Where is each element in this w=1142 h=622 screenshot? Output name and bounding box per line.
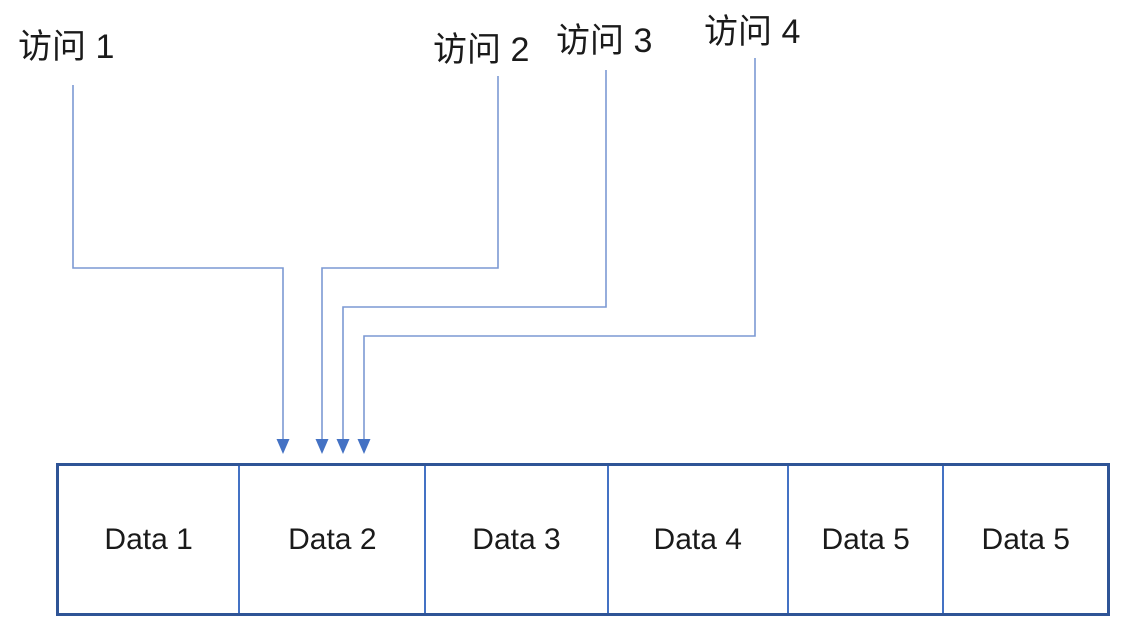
connector-access-2 bbox=[321, 76, 499, 439]
access-label-2: 访问 2 bbox=[433, 31, 530, 69]
arrowhead-access-3 bbox=[336, 439, 350, 454]
data-cell-1: Data 1 bbox=[59, 466, 241, 613]
data-cell-3: Data 3 bbox=[426, 466, 609, 613]
data-cell-label: Data 2 bbox=[288, 522, 377, 556]
data-cell-2: Data 2 bbox=[240, 466, 427, 613]
data-cell-label: Data 5 bbox=[821, 522, 910, 556]
data-cell-label: Data 4 bbox=[653, 522, 742, 556]
connector-access-1 bbox=[72, 85, 284, 439]
data-cell-label: Data 1 bbox=[104, 522, 193, 556]
connector-access-4 bbox=[363, 58, 756, 439]
arrowhead-access-1 bbox=[276, 439, 290, 454]
access-label-3: 访问 3 bbox=[556, 22, 653, 60]
access-label-1: 访问 1 bbox=[18, 28, 115, 66]
data-cell-label: Data 5 bbox=[981, 522, 1070, 556]
data-cell-label: Data 3 bbox=[472, 522, 561, 556]
data-cell-6: Data 5 bbox=[944, 466, 1107, 613]
data-array-box: Data 1 Data 2 Data 3 Data 4 Data 5 Data … bbox=[56, 463, 1110, 616]
arrowhead-access-2 bbox=[315, 439, 329, 454]
access-label-4: 访问 4 bbox=[704, 13, 801, 51]
data-cell-4: Data 4 bbox=[609, 466, 789, 613]
data-cell-5: Data 5 bbox=[789, 466, 945, 613]
connector-access-3 bbox=[342, 70, 607, 439]
arrowhead-access-4 bbox=[357, 439, 371, 454]
